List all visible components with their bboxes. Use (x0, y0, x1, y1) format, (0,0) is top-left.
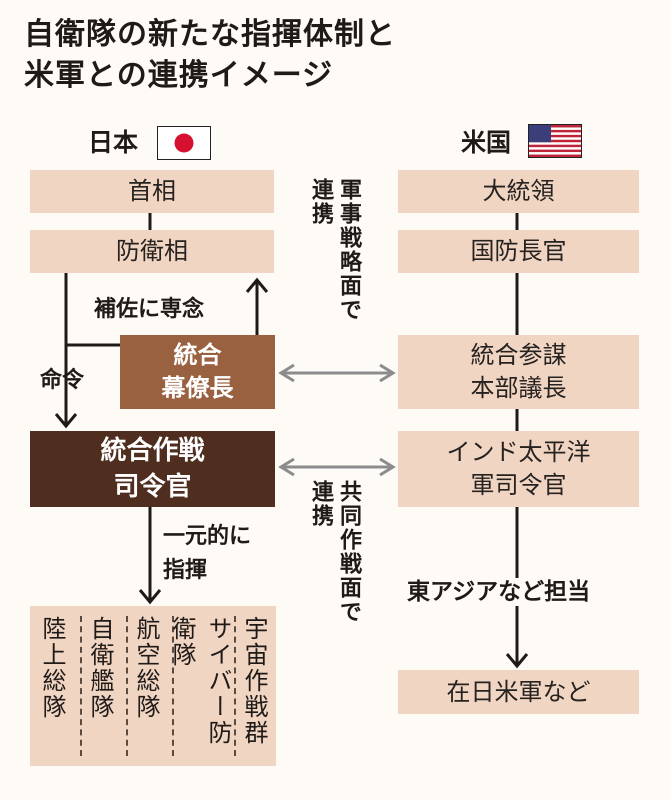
joint-chief-line-2: 幕僚長 (161, 374, 234, 402)
joint-operations-commander-line-2: 司令官 (113, 472, 192, 502)
unit-separator (126, 616, 128, 756)
title-line-2: 米軍との連携イメージ (24, 58, 334, 93)
japan-flag-icon (157, 126, 211, 160)
secretary-of-defense-box: 国防長官 (398, 230, 639, 273)
unit-fleet: 自衛艦隊 (86, 616, 114, 720)
operations-link-label: 共同作戦面で 連携 (306, 480, 362, 680)
diagram-title: 自衛隊の新たな指揮体制と 米軍との連携イメージ (24, 14, 396, 96)
sdf-units-panel: 陸上総隊 自衛艦隊 航空総隊 サイバー防衛隊 宇宙作戦群 (30, 606, 276, 766)
prime-minister-box: 首相 (30, 170, 274, 213)
chairman-jcs-line-1: 統合参謀 (470, 341, 567, 369)
unit-separator (234, 616, 236, 756)
indopacom-commander-box: インド太平洋 軍司令官 (398, 431, 639, 507)
operations-link-line-1: 共同作戦面で (336, 480, 361, 624)
unit-separator (172, 616, 174, 756)
joint-chief-line-1: 統合 (173, 341, 222, 369)
secretary-of-defense-label: 国防長官 (470, 237, 567, 265)
strategy-link-label: 軍事戦略面で 連携 (306, 178, 362, 368)
chairman-jcs-line-2: 本部議長 (470, 374, 567, 402)
unified-command-label: 一元的に 指揮 (163, 520, 251, 588)
command-label: 命令 (40, 368, 85, 393)
chairman-jcs-box: 統合参謀 本部議長 (398, 335, 639, 409)
unified-command-line-1: 一元的に (163, 524, 252, 549)
joint-operations-commander-line-1: 統合作戦 (100, 436, 205, 466)
strategy-link-line-2: 連携 (308, 178, 333, 226)
east-asia-label: 東アジアなど担当 (405, 578, 593, 606)
defense-minister-box: 防衛相 (30, 230, 274, 273)
unit-ground: 陸上総隊 (38, 616, 66, 720)
unit-separator (80, 616, 82, 756)
us-label: 米国 (461, 128, 512, 157)
japan-label: 日本 (88, 128, 139, 157)
usfj-box: 在日米軍など (398, 670, 639, 714)
unit-air: 航空総隊 (132, 616, 160, 720)
president-box: 大統領 (398, 170, 639, 213)
usfj-label: 在日米軍など (446, 677, 591, 706)
title-line-1: 自衛隊の新たな指揮体制と (24, 17, 396, 52)
us-flag-icon (528, 124, 582, 158)
prime-minister-label: 首相 (128, 177, 176, 205)
joint-operations-commander-box: 統合作戦 司令官 (30, 431, 275, 507)
unit-cyber: サイバー防衛隊 (168, 616, 232, 746)
unified-command-line-2: 指揮 (163, 558, 208, 583)
indopacom-commander-line-2: 軍司令官 (470, 471, 567, 499)
unit-space: 宇宙作戦群 (240, 616, 268, 746)
president-label: 大統領 (482, 177, 555, 205)
support-label: 補佐に専念 (94, 297, 205, 322)
joint-chief-box: 統合 幕僚長 (120, 335, 275, 409)
defense-minister-label: 防衛相 (116, 237, 188, 265)
operations-link-line-2: 連携 (308, 480, 333, 528)
strategy-link-line-1: 軍事戦略面で (336, 178, 361, 322)
indopacom-commander-line-1: インド太平洋 (446, 438, 591, 466)
